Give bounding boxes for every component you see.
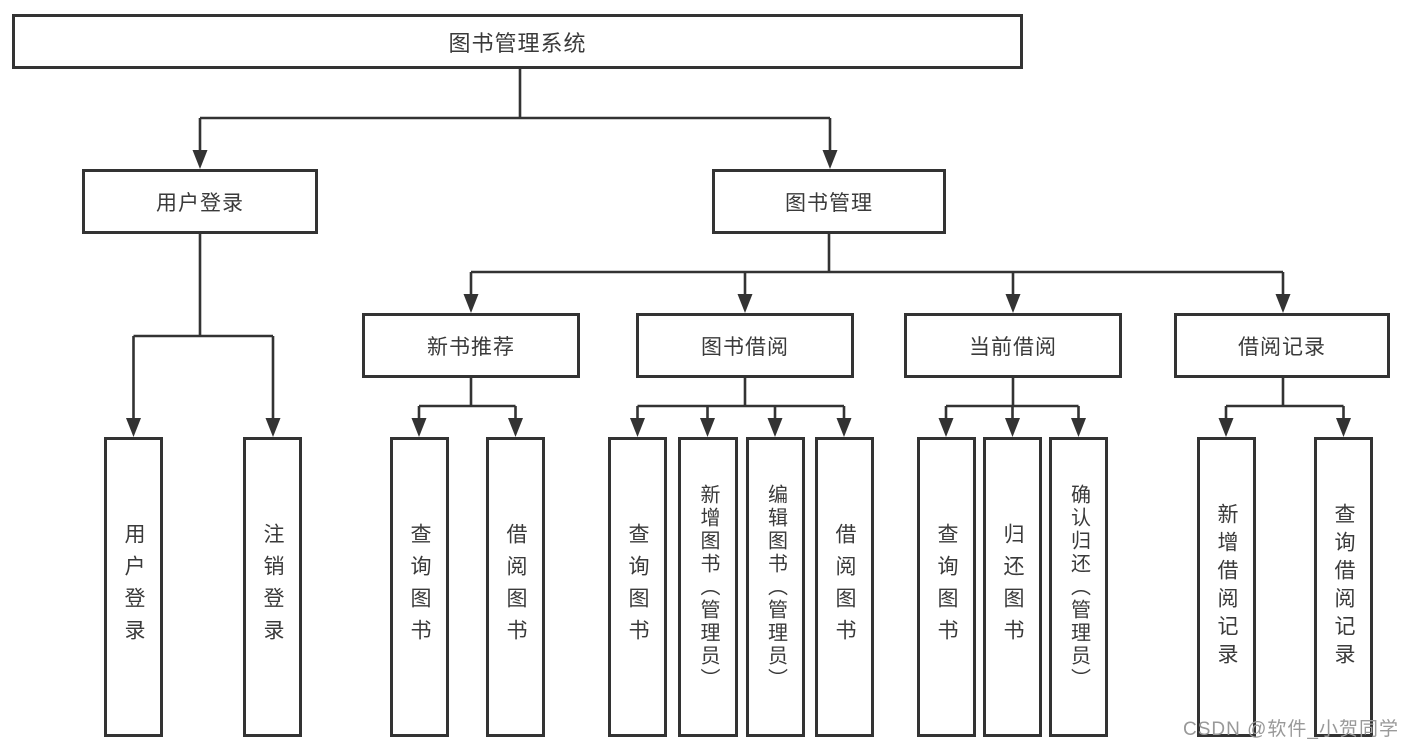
leaf-user-login: 用户登录 — [104, 437, 163, 737]
node-library-management-system: 图书管理系统 — [12, 14, 1023, 69]
leaf-add-books-admin: 新增图书（管理员） — [678, 437, 738, 737]
leaf-label: 新增图书（管理员） — [697, 483, 719, 691]
leaf-confirm-return-admin: 确认归还（管理员） — [1049, 437, 1108, 737]
leaf-return-books: 归还图书 — [983, 437, 1042, 737]
leaf-label: 查询图书 — [408, 523, 431, 651]
csdn-watermark: CSDN @软件_小贺同学 — [1183, 719, 1399, 740]
leaf-label: 借阅图书 — [504, 523, 527, 651]
leaf-label: 确认归还（管理员） — [1067, 483, 1090, 691]
node-borrow-records: 借阅记录 — [1174, 313, 1390, 378]
leaf-label: 归还图书 — [1001, 523, 1024, 651]
leaf-add-borrow-record: 新增借阅记录 — [1197, 437, 1256, 737]
node-book-management: 图书管理 — [712, 169, 946, 234]
node-new-book-recommend: 新书推荐 — [362, 313, 580, 378]
node-user-login: 用户登录 — [82, 169, 318, 234]
leaf-label: 查询借阅记录 — [1332, 503, 1355, 671]
leaf-edit-books-admin: 编辑图书（管理员） — [746, 437, 805, 737]
leaf-label: 新增借阅记录 — [1215, 503, 1238, 671]
leaf-query-books: 查询图书 — [917, 437, 976, 737]
leaf-label: 用户登录 — [122, 523, 145, 651]
leaf-label: 编辑图书（管理员） — [764, 483, 787, 691]
leaf-label: 借阅图书 — [833, 523, 856, 651]
leaf-label: 查询图书 — [626, 523, 649, 651]
leaf-query-books: 查询图书 — [608, 437, 667, 737]
leaf-borrow-books: 借阅图书 — [815, 437, 874, 737]
leaf-query-borrow-record: 查询借阅记录 — [1314, 437, 1373, 737]
leaf-logout-login: 注销登录 — [243, 437, 302, 737]
node-book-borrow: 图书借阅 — [636, 313, 854, 378]
leaf-query-books: 查询图书 — [390, 437, 449, 737]
leaf-label: 查询图书 — [935, 523, 958, 651]
leaf-borrow-books: 借阅图书 — [486, 437, 545, 737]
leaf-label: 注销登录 — [261, 523, 284, 651]
node-current-borrow: 当前借阅 — [904, 313, 1122, 378]
